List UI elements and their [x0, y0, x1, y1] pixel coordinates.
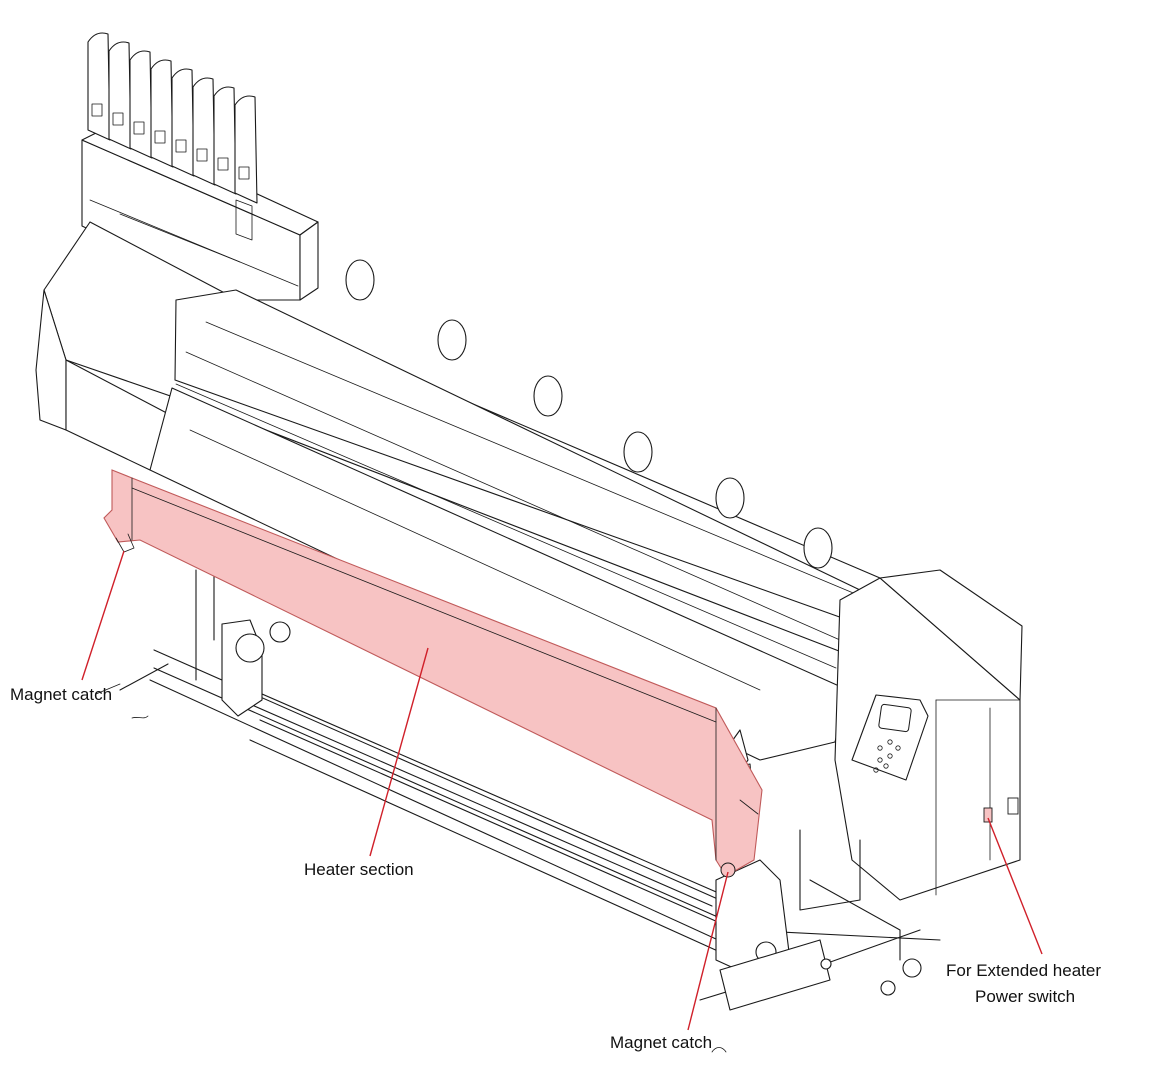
ink-cartridge-slot — [234, 95, 258, 204]
label-magnet-catch-bottom: Magnet catch — [610, 1033, 712, 1052]
operation-panel-icon — [851, 694, 929, 781]
ink-cartridge-slot — [129, 50, 153, 159]
leader-power-switch — [987, 817, 1043, 955]
leader-magnet-left — [81, 550, 125, 681]
roll-holder — [345, 259, 375, 301]
roll-holder — [803, 527, 833, 569]
label-heater-section: Heater section — [304, 860, 414, 879]
cartridge-latch — [196, 148, 208, 162]
cartridge-latch — [154, 130, 166, 144]
roll-holder — [437, 319, 467, 361]
ink-cartridge-slot — [213, 86, 237, 195]
printer-body — [35, 221, 1023, 901]
roll-holder — [623, 431, 653, 473]
cartridge-latch — [133, 121, 145, 135]
cartridge-latch — [238, 166, 250, 180]
ink-cartridge-slot — [192, 77, 216, 186]
roll-holder — [715, 477, 745, 519]
cartridge-latch — [112, 112, 124, 126]
ink-cartridge-slot — [171, 68, 195, 177]
leader-heater — [369, 647, 429, 857]
ink-cartridge-slot — [87, 32, 111, 141]
roll-holder — [533, 375, 563, 417]
ink-cartridge-slot — [150, 59, 174, 168]
ink-cartridge-icon — [81, 32, 319, 301]
cartridge-latch — [217, 157, 229, 171]
cartridge-latch — [91, 103, 103, 117]
power-switch-icon — [983, 797, 1019, 823]
callout-leaders — [81, 550, 1043, 1031]
heater-section — [103, 469, 763, 878]
label-extended-heater-line1: For Extended heater — [946, 961, 1101, 980]
cartridge-latch — [175, 139, 187, 153]
label-magnet-catch-left: Magnet catch — [10, 685, 112, 704]
leader-magnet-bottom — [687, 871, 729, 1031]
label-extended-heater-line2: Power switch — [975, 987, 1075, 1006]
ink-cartridge-slot — [108, 41, 132, 150]
